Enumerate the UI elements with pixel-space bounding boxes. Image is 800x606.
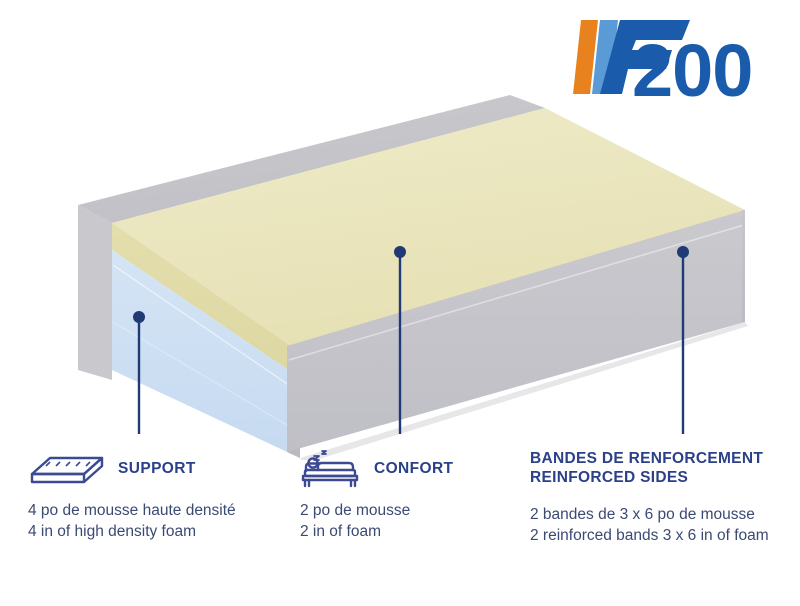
legend-support-line-fr: 4 po de mousse haute densité xyxy=(28,502,236,519)
legend-support-title: SUPPORT xyxy=(118,460,196,477)
callout-support xyxy=(133,311,145,434)
legend-support-header: SUPPORT xyxy=(28,448,290,490)
logo-letter-f xyxy=(600,20,690,94)
legend-bandes-title-en: REINFORCED SIDES xyxy=(530,468,689,486)
callout-confort xyxy=(394,246,406,434)
legend-bandes-line-en: 2 reinforced bands 3 x 6 in of foam xyxy=(530,527,769,545)
support-foam-left-face xyxy=(112,250,300,458)
front-face-reinforced-band xyxy=(287,210,745,452)
legend-item-confort: CONFORT 2 po de mousse 2 in of foam xyxy=(300,448,520,543)
legend: SUPPORT 4 po de mousse haute densité 4 i… xyxy=(0,448,800,606)
logo-number: 200 xyxy=(632,29,752,102)
drop-shadow xyxy=(300,322,748,460)
legend-bandes-line-fr: 2 bandes de 3 x 6 po de mousse xyxy=(530,505,755,523)
legend-confort-line-en: 2 in of foam xyxy=(300,523,381,541)
legend-bandes-header: BANDES DE RENFORCEMENT REINFORCED SIDES xyxy=(530,448,792,488)
comfort-foam-top-surface xyxy=(112,108,745,352)
legend-confort-line-fr: 2 po de mousse xyxy=(300,502,411,519)
front-band-highlight xyxy=(288,224,745,361)
legend-support-line-en: 4 in of high density foam xyxy=(28,523,197,541)
legend-confort-title: CONFORT xyxy=(374,460,454,477)
legend-bandes-body: 2 bandes de 3 x 6 po de mousse 2 reinfor… xyxy=(530,504,792,547)
rear-left-band-outer xyxy=(78,205,112,380)
legend-item-support: SUPPORT 4 po de mousse haute densité 4 i… xyxy=(28,448,290,543)
support-seam-line-1 xyxy=(112,264,300,393)
right-reinforced-band xyxy=(742,210,745,322)
support-seam-line-2 xyxy=(112,321,300,433)
product-logo: 200 xyxy=(572,8,784,102)
mattress-cutaway-illustration xyxy=(0,60,800,460)
rear-top-band xyxy=(78,95,545,223)
mattress-base-icon xyxy=(28,452,106,486)
comfort-foam-left-edge xyxy=(112,223,300,378)
legend-confort-header: CONFORT xyxy=(300,448,520,490)
bed-sleeping-icon xyxy=(300,449,362,489)
legend-item-reinforced-sides: BANDES DE RENFORCEMENT REINFORCED SIDES … xyxy=(530,448,792,547)
legend-bandes-title-fr: BANDES DE RENFORCEMENT xyxy=(530,450,764,467)
legend-support-body: 4 po de mousse haute densité 4 in of hig… xyxy=(28,500,290,543)
callout-reinforced-sides xyxy=(677,246,689,434)
legend-confort-body: 2 po de mousse 2 in of foam xyxy=(300,500,520,543)
logo-orange-stripe xyxy=(573,20,598,94)
